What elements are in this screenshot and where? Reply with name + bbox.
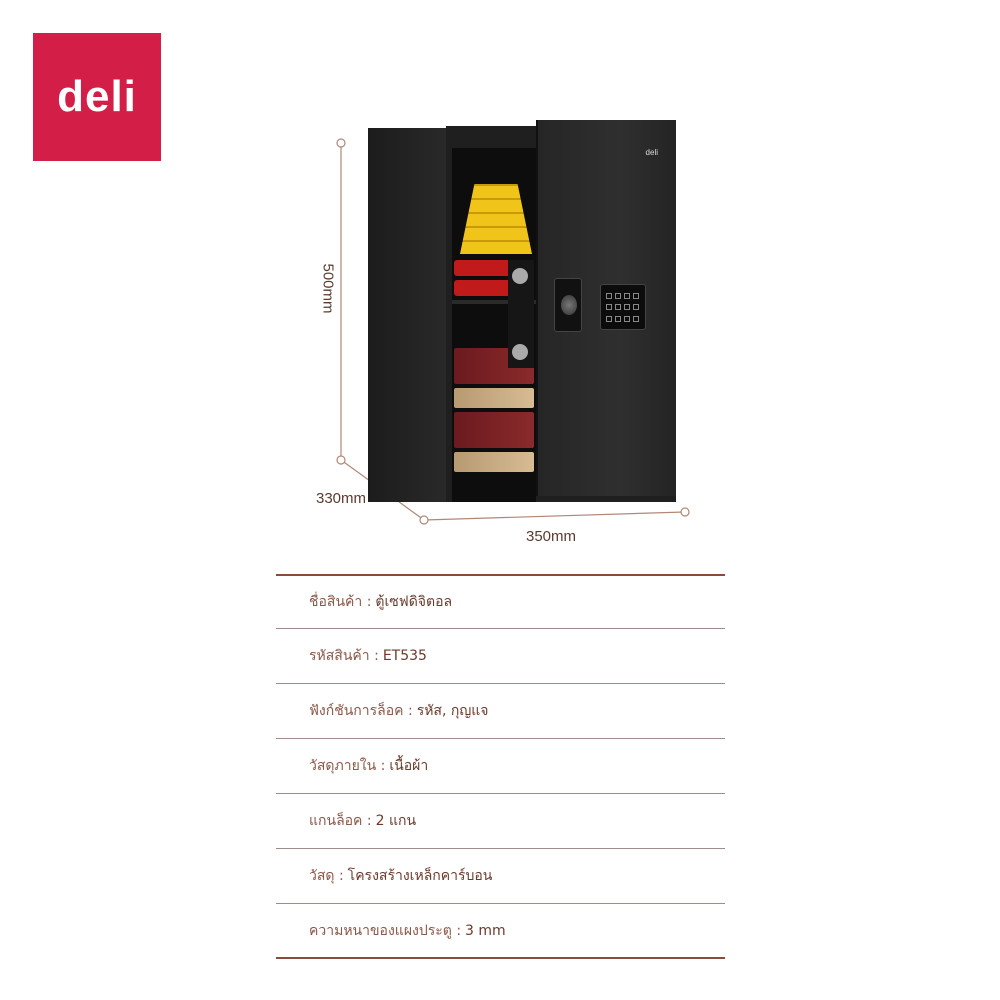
spec-value: ET535 (382, 648, 427, 664)
spec-label: รหัสสินค้า : (309, 648, 379, 664)
spec-row-door-thickness: ความหนาของแผงประตู : 3 mm (276, 904, 725, 959)
spec-value: เนื้อผ้า (389, 758, 429, 774)
knob-icon (512, 344, 528, 360)
brand-logo-text: deli (57, 72, 137, 121)
book (454, 412, 534, 448)
height-dimension-label: 500mm (319, 263, 337, 314)
spec-value: ตู้เซฟดิจิตอล (375, 594, 453, 610)
spec-value: รหัส, กุญแจ (416, 703, 489, 719)
spec-label: วัสดุภายใน : (309, 758, 386, 774)
shelf (452, 300, 536, 304)
spec-row-lock-bolts: แกนล็อค : 2 แกน (276, 794, 725, 849)
spec-table: ชื่อสินค้า : ตู้เซฟดิจิตอล รหัสสินค้า : … (276, 574, 725, 959)
safe-product-image: deli (368, 120, 676, 502)
spec-label: ชื่อสินค้า : (309, 594, 372, 610)
knob-icon (512, 268, 528, 284)
depth-dimension-label: 330mm (316, 490, 367, 507)
spec-value: 2 แกน (375, 813, 417, 829)
spec-label: แกนล็อค : (309, 813, 372, 829)
spec-row-interior-material: วัสดุภายใน : เนื้อผ้า (276, 739, 725, 794)
spec-label: ความหนาของแผงประตู : (309, 922, 462, 939)
spec-row-material: วัสดุ : โครงสร้างเหล็กคาร์บอน (276, 849, 725, 904)
safe-door: deli (536, 120, 676, 496)
book (454, 388, 534, 408)
spec-value: 3 mm (465, 922, 506, 939)
spec-row-product-code: รหัสสินค้า : ET535 (276, 629, 725, 684)
spec-row-lock-function: ฟังก์ชันการล็อค : รหัส, กุญแจ (276, 684, 725, 739)
width-dimension-label: 350mm (526, 528, 577, 545)
brand-logo: deli (33, 33, 161, 161)
red-item (454, 280, 514, 296)
book (454, 452, 534, 472)
spec-value: โครงสร้างเหล็กคาร์บอน (347, 868, 493, 884)
dimension-lines (336, 138, 690, 525)
spec-label: วัสดุ : (309, 868, 344, 884)
door-logo: deli (645, 148, 658, 157)
door-handle-icon (554, 278, 582, 332)
spec-label: ฟังก์ชันการล็อค : (309, 703, 413, 719)
safe-side-panel (368, 128, 452, 502)
keypad-icon (600, 284, 646, 330)
red-item (454, 260, 514, 276)
spec-row-product-name: ชื่อสินค้า : ตู้เซฟดิจิตอล (276, 574, 725, 629)
